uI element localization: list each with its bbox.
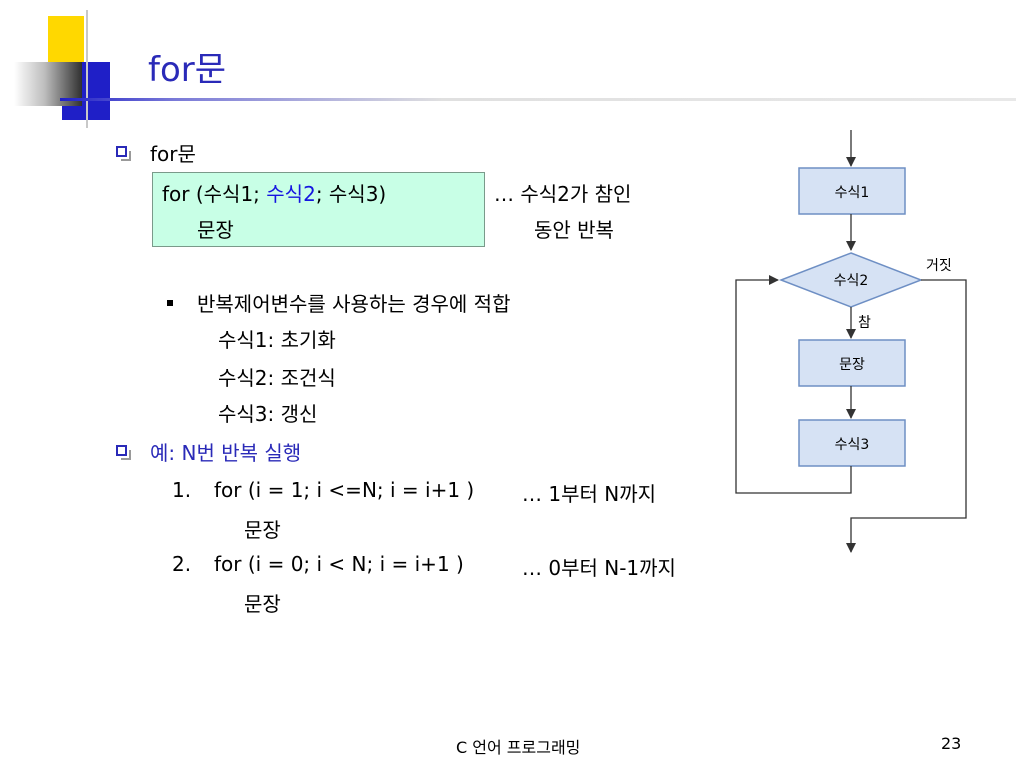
flow-box-update-label: 수식3 [835,437,870,453]
code-comment-2: 동안 반복 [534,218,614,242]
code-comment-1: … 수식2가 참인 [494,182,632,206]
example-comment: … 0부터 N-1까지 [522,556,676,580]
example-number: 2. [172,552,192,576]
flow-box-init-label: 수식1 [835,185,870,201]
code-box [152,172,485,247]
sub-bullet-text: 반복제어변수를 사용하는 경우에 적합 [197,292,511,316]
code-line-1-part-c: ; 수식3) [315,182,387,206]
false-label: 거짓 [926,258,952,274]
flow-box-statement-label: 문장 [839,357,865,373]
flow-box-init [798,167,906,215]
example-code: for (i = 1; i <=N; i = i+1 ) [214,478,475,502]
sub-bullet-item: 수식2: 조건식 [218,366,336,390]
page-number: 23 [941,734,962,753]
sub-bullet-item: 수식1: 초기화 [218,328,336,352]
flow-box-statement [798,339,906,387]
square-bullet-icon [116,146,131,161]
example-number: 1. [172,478,192,502]
code-line-1-highlight: 수식2 [266,182,316,206]
flow-box-update [798,419,906,467]
code-line-1-part-a: for (수식1; [162,182,267,206]
section1-heading: for문 [150,142,196,166]
false-path-arrow [846,279,967,553]
example-body: 문장 [244,592,281,616]
header-rule [60,98,1016,101]
slide-title: for문 [148,50,227,90]
section2-heading: 예: N번 반복 실행 [150,441,302,465]
sub-bullet-item: 수식3: 갱신 [218,402,318,426]
example-comment: … 1부터 N까지 [522,482,657,506]
loop-back-arrow [735,275,852,494]
code-line-1: for (수식1; 수식2; 수식3) [162,178,386,207]
header-deco-vline [86,10,88,128]
code-line-2: 문장 [197,218,234,242]
for-loop-flowchart: 수식1 수식2 거짓 참 문장 수식3 [735,130,967,553]
small-square-bullet-icon [167,300,173,306]
square-bullet-icon [116,445,131,460]
example-body: 문장 [244,518,281,542]
flow-diamond-label: 수식2 [834,273,869,289]
true-label: 참 [858,315,871,331]
example-code: for (i = 0; i < N; i = i+1 ) [214,552,464,576]
footer-title: C 언어 프로그래밍 [456,738,581,757]
